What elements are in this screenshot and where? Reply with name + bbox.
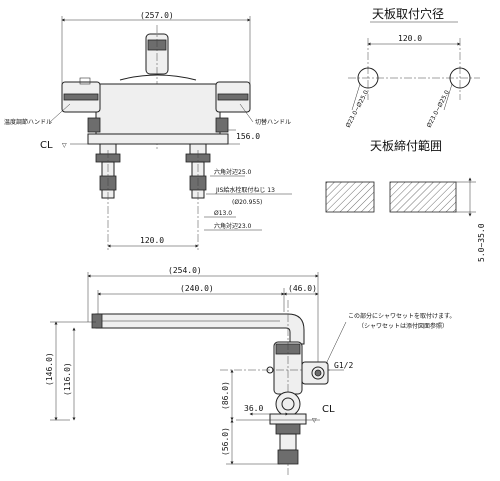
clamp-plate-left	[325, 181, 375, 213]
leader-temp	[49, 103, 71, 123]
note-hex-23: 六角対辺23.0	[214, 222, 252, 230]
side-base-plate	[269, 413, 307, 425]
leader-switch	[239, 103, 254, 123]
cl-marker: ▽	[62, 142, 67, 149]
leader-note	[325, 321, 347, 365]
dim-146-label: (146.0)	[45, 352, 54, 386]
dim-116-label: (116.0)	[63, 362, 72, 396]
note-shower-1: この部分にシャワセットを取付けます。	[348, 312, 455, 320]
spout-tip	[91, 313, 103, 329]
main-body	[95, 83, 221, 135]
dim-36-label: 36.0	[244, 404, 263, 413]
connector-thread	[311, 366, 325, 380]
small-port	[266, 366, 274, 374]
dim-46-label: (46.0)	[288, 284, 317, 293]
dim-120-label: 120.0	[140, 236, 164, 245]
dim-257-label: (257.0)	[140, 11, 174, 20]
label-g12: G1/2	[334, 361, 353, 370]
note-hex-25: 六角対辺25.0	[214, 168, 252, 176]
dim-156-label: 156.0	[236, 132, 260, 141]
side-view: (254.0) (240.0) (46.0) G1/2 この部分にシャワセットを…	[45, 266, 455, 475]
side-thread	[279, 433, 297, 451]
temp-handle-cap	[79, 77, 91, 85]
side-hex	[277, 449, 299, 465]
hole-spacing-label: 120.0	[398, 34, 422, 43]
hole-right	[449, 67, 471, 89]
dim-86-label: (86.0)	[221, 381, 230, 410]
clamp-range-label: 5.0~35.0	[477, 223, 486, 262]
clamp-detail: 天板締付範囲 5.0~35.0	[325, 138, 486, 262]
top-view: (257.0) 温度調節ハンドル 切替ハンドル CL ▽ 156.0	[4, 11, 292, 250]
hole-detail-title: 天板取付穴径	[372, 6, 444, 21]
clamp-plate-right	[389, 181, 457, 213]
label-temp-handle: 温度調節ハンドル	[4, 118, 52, 126]
hole-right-dia: Ø23.0~Ø25.0	[426, 89, 452, 129]
dim-240-label: (240.0)	[180, 284, 214, 293]
leader-hole-right	[443, 83, 453, 111]
connector-core	[314, 369, 322, 377]
spout-arm	[95, 313, 305, 345]
handle-round-inner	[281, 397, 295, 411]
right-nut	[215, 117, 229, 133]
temp-handle-grip	[63, 93, 99, 101]
dim-254-label: (254.0)	[168, 266, 202, 275]
cl-marker-side: ▽	[312, 417, 317, 424]
label-cl-top: CL	[40, 140, 53, 151]
note-shower-2: （シャワセットは添付図面参照）	[358, 322, 448, 330]
base-plate	[87, 133, 229, 145]
note-jis-dia: (Ø20.955)	[232, 199, 262, 206]
hole-left	[357, 67, 379, 89]
handle-round	[275, 391, 301, 417]
label-cl-side: CL	[322, 404, 335, 415]
body-top-curve	[119, 74, 197, 81]
side-nut	[275, 423, 301, 435]
label-switch-handle: 切替ハンドル	[255, 118, 291, 126]
hole-detail: 天板取付穴径 120.0 Ø23.0~Ø25.0 Ø23.0~Ø25.0	[345, 6, 480, 129]
dim-56-label: (56.0)	[221, 427, 230, 456]
note-jis: JIS給水栓取付ねじ 13	[215, 186, 275, 194]
switch-handle-grip	[217, 93, 249, 101]
hole-left-dia: Ø23.0~Ø25.0	[345, 89, 371, 129]
left-nut	[87, 117, 101, 133]
leader-hole-left	[351, 83, 361, 111]
note-dia13: Ø13.0	[214, 210, 232, 217]
clamp-detail-title: 天板締付範囲	[370, 138, 442, 153]
